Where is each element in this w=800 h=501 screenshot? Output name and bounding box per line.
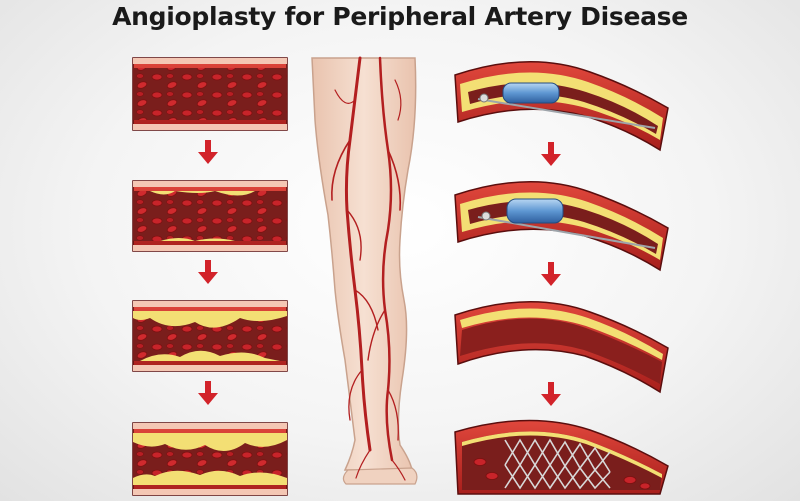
stent-mesh-icon: [504, 438, 611, 490]
early-plaque-segment: [132, 180, 288, 252]
stent-segment: [454, 419, 669, 495]
down-arrow-icon: [541, 142, 561, 166]
moderate-plaque-segment: [132, 300, 288, 372]
widened-artery-segment: [454, 301, 669, 394]
down-arrow-icon: [541, 382, 561, 406]
leg-figure: [311, 56, 418, 485]
left-column: [132, 57, 288, 496]
down-arrow-icon: [198, 260, 218, 284]
severe-plaque-segment: [132, 422, 288, 496]
balloon-inflated-segment: [454, 181, 669, 272]
down-arrow-icon: [198, 381, 218, 405]
healthy-artery-segment: [132, 57, 288, 131]
blood-cells: [473, 458, 651, 490]
down-arrow-icon: [198, 140, 218, 164]
diagram-title: Angioplasty for Peripheral Artery Diseas…: [112, 2, 688, 31]
down-arrow-icon: [541, 262, 561, 286]
right-column: [454, 61, 669, 495]
balloon-catheter-segment: [454, 61, 669, 152]
